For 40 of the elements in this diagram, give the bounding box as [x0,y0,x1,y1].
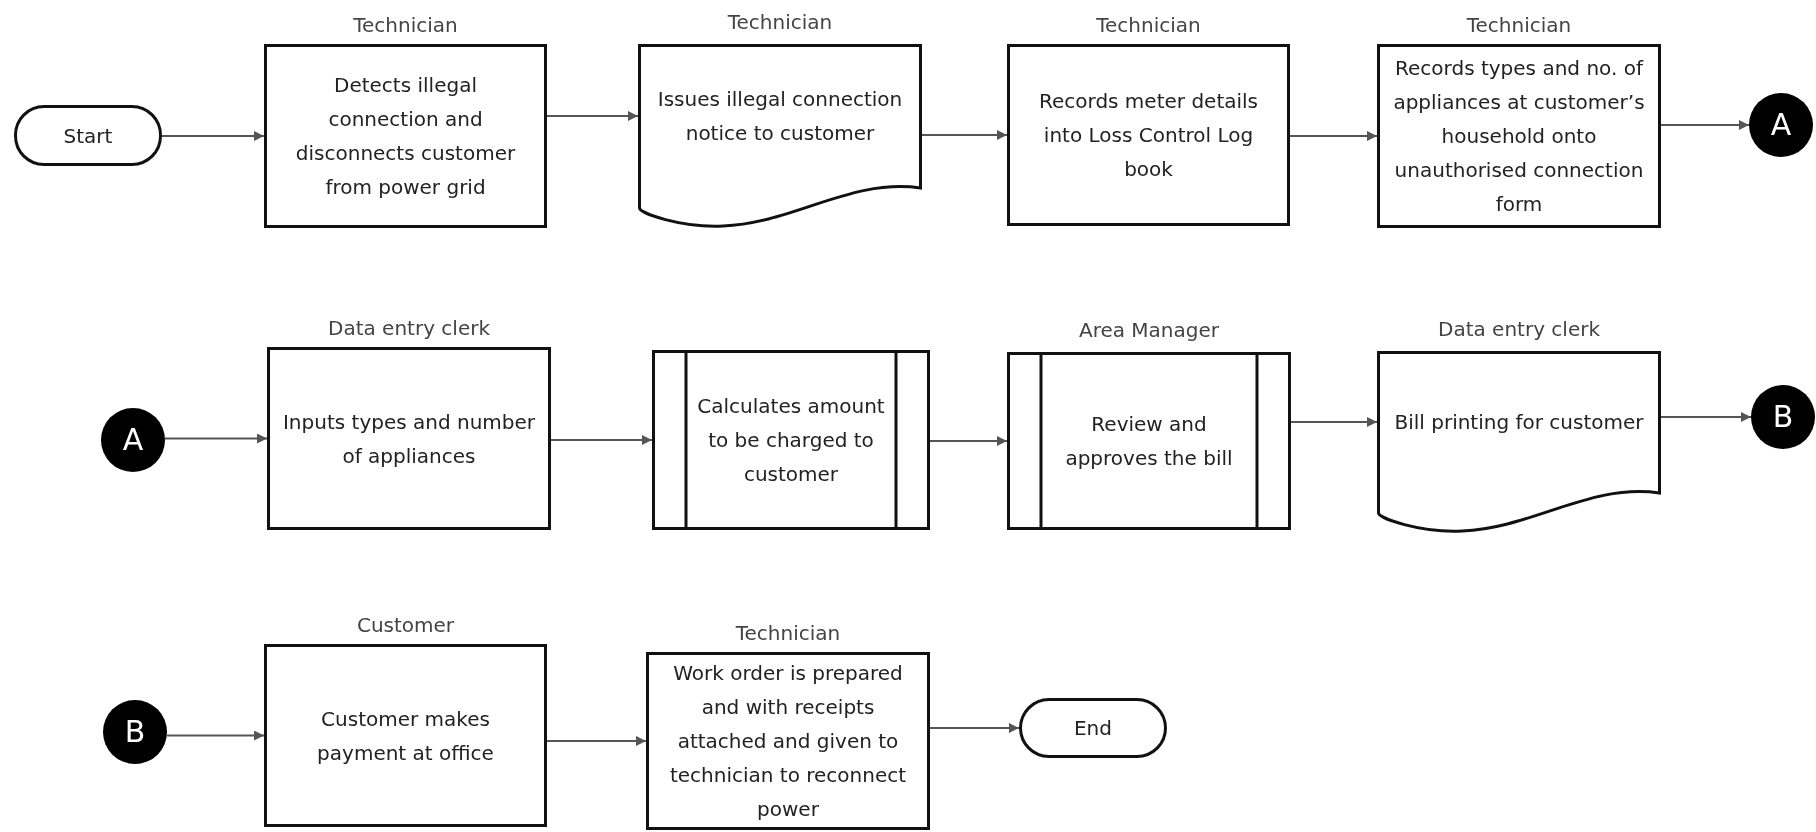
arrow [166,730,265,741]
step-text: Records types and no. of appliances at customer’s household onto unauthorised connection form [1392,55,1646,218]
arrow [929,436,1008,446]
step-text: Customer makes payment at office [316,705,495,767]
arrow [546,736,647,746]
role-label: Data entry clerk [1437,317,1601,341]
terminator-shape [14,105,162,166]
role-label: Customer [355,613,456,637]
connector-letter: B [1771,400,1795,434]
arrow [164,433,268,444]
arrow [1660,412,1752,422]
role-label: Technician [734,621,842,645]
step-text: Work order is prepared and with receipts attached and given to technician to reconnect power [668,660,908,823]
connector-letter: A [121,423,145,457]
role-label: Technician [352,13,459,37]
step-text: Issues illegal connection notice to customer [656,86,904,147]
arrow [546,111,639,121]
role-label: Technician [1095,13,1202,37]
role-label: Data entry clerk [327,316,491,340]
arrow [1660,120,1750,130]
step-text: End [1073,715,1113,742]
step-text: Records meter details into Loss Control Log book [1038,88,1259,183]
arrow [1290,417,1378,427]
arrow [161,131,265,141]
step-text: Detects illegal connection and disconnects customer from power grid [294,72,517,201]
step-text: Bill printing for customer [1393,409,1645,436]
arrow [921,130,1008,140]
step-text: Start [62,122,114,150]
role-label: Area Manager [1077,318,1221,342]
connector-letter: A [1769,108,1793,142]
role-label: Technician [726,10,834,34]
connector-letter: B [123,715,147,749]
step-text: Review and approves the bill [1064,411,1234,472]
role-label: Technician [1465,13,1573,37]
arrow [1289,131,1378,141]
terminator-shape [1019,698,1167,758]
arrow [550,435,653,445]
arrow [929,723,1020,733]
step-text: Calculates amount to be charged to customer [696,393,886,488]
step-text: Inputs types and number of appliances [281,408,537,470]
